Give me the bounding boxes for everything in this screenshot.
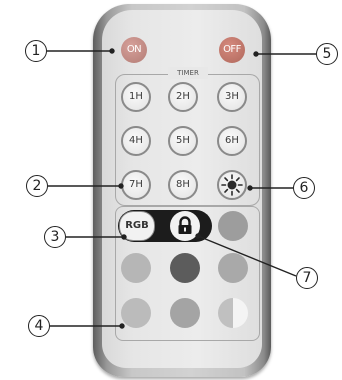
timer-2h-button[interactable]: 2H <box>168 82 198 112</box>
sun-icon <box>221 174 243 196</box>
timer-4h-button[interactable]: 4H <box>121 126 151 156</box>
color-swatch[interactable] <box>218 253 248 283</box>
callout-5: 5 <box>316 43 338 65</box>
callout-7: 7 <box>296 267 318 289</box>
off-button[interactable]: OFF <box>219 37 245 63</box>
timer-3h-button[interactable]: 3H <box>217 82 247 112</box>
color-swatch[interactable] <box>170 253 200 283</box>
callout-6: 6 <box>293 177 315 199</box>
color-panel <box>115 206 260 341</box>
timer-label: TIMER <box>168 67 208 79</box>
callout-3: 3 <box>44 226 66 248</box>
color-swatch[interactable] <box>170 298 200 328</box>
color-swatch[interactable] <box>121 298 151 328</box>
brightness-button[interactable] <box>217 170 247 200</box>
color-swatch[interactable] <box>218 211 248 241</box>
callout-4: 4 <box>28 315 50 337</box>
lock-icon <box>178 216 192 234</box>
timer-1h-button[interactable]: 1H <box>121 82 151 112</box>
timer-5h-button[interactable]: 5H <box>168 126 198 156</box>
color-swatch[interactable] <box>121 253 151 283</box>
timer-8h-button[interactable]: 8H <box>168 170 198 200</box>
timer-6h-button[interactable]: 6H <box>217 126 247 156</box>
timer-7h-button[interactable]: 7H <box>121 170 151 200</box>
color-swatch[interactable] <box>218 298 248 328</box>
callout-1: 1 <box>25 40 47 62</box>
on-button[interactable]: ON <box>121 37 147 63</box>
callout-2: 2 <box>26 175 48 197</box>
lock-button[interactable] <box>170 211 200 241</box>
